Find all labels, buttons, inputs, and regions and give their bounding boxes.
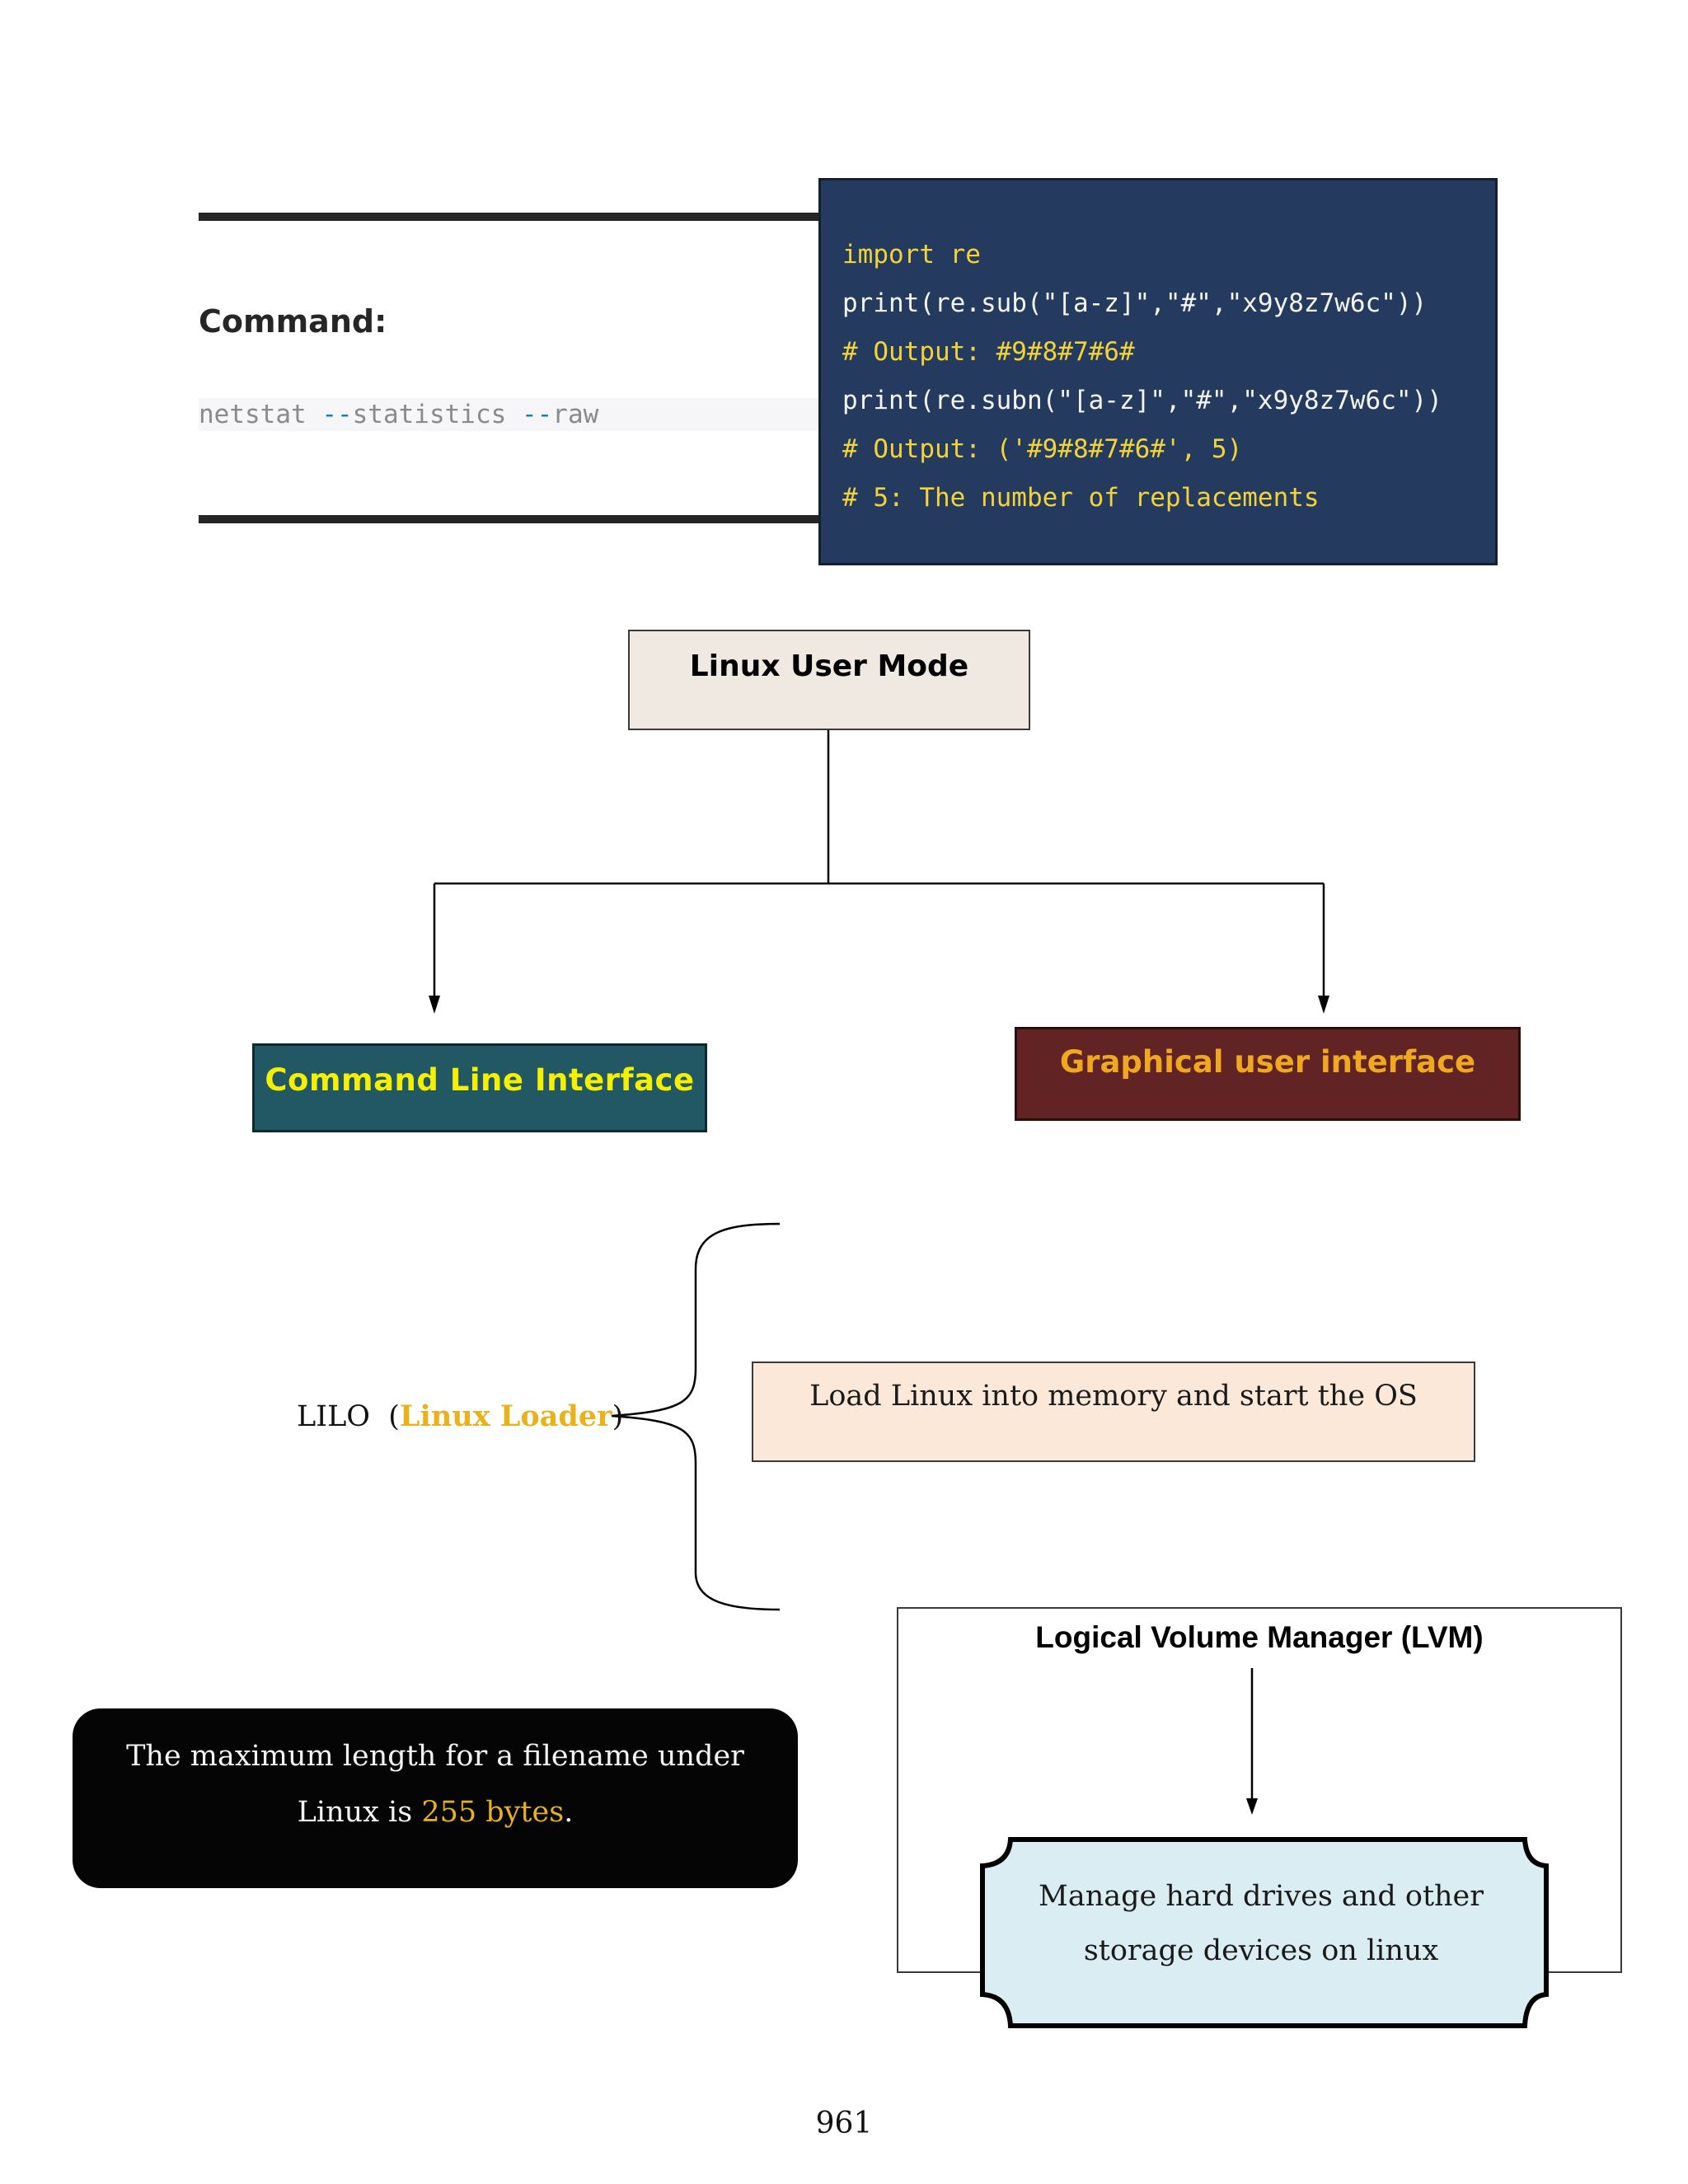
lvm-arrow — [1246, 1668, 1258, 1815]
note-line-1: The maximum length for a filename under — [126, 1740, 744, 1773]
bottom-rule — [199, 515, 818, 523]
note-line-2: Linux is 255 bytes. — [297, 1796, 574, 1829]
code-line: # Output: ('#9#8#7#6#', 5) — [842, 434, 1243, 464]
tree-connector — [429, 730, 1329, 1014]
curly-brace — [611, 1222, 781, 1611]
lvm-title: Logical Volume Manager (LVM) — [1035, 1620, 1484, 1654]
python-code-block: import re print(re.sub("[a-z]","#","x9y8… — [818, 178, 1498, 565]
code-line: print(re.sub("[a-z]","#","x9y8z7w6c")) — [842, 288, 1428, 318]
lvm-line-1: Manage hard drives and other — [1039, 1880, 1484, 1913]
page-number: 961 — [815, 2107, 873, 2140]
code-line: # 5: The number of replacements — [842, 483, 1320, 513]
top-rule — [199, 213, 818, 221]
command-code: netstat --statistics --raw — [199, 398, 818, 431]
code-line: print(re.subn("[a-z]","#","x9y8z7w6c")) — [842, 386, 1442, 415]
linux-user-mode-box: Linux User Mode — [628, 630, 1030, 730]
command-line-interface-box: Command Line Interface — [252, 1043, 707, 1132]
code-line: # Output: #9#8#7#6# — [842, 337, 1135, 367]
lilo-description-box: Load Linux into memory and start the OS — [752, 1361, 1475, 1462]
code-line: import re — [842, 240, 981, 269]
lvm-description: Manage hard drives and other storage dev… — [1014, 1869, 1508, 1978]
command-label: Command: — [199, 303, 387, 340]
graphical-user-interface-box: Graphical user interface — [1015, 1027, 1521, 1121]
filename-length-note: The maximum length for a filename under … — [73, 1708, 798, 1888]
lilo-label: LILO (Linux Loader) — [297, 1399, 624, 1433]
lvm-line-2: storage devices on linux — [1083, 1934, 1439, 1967]
